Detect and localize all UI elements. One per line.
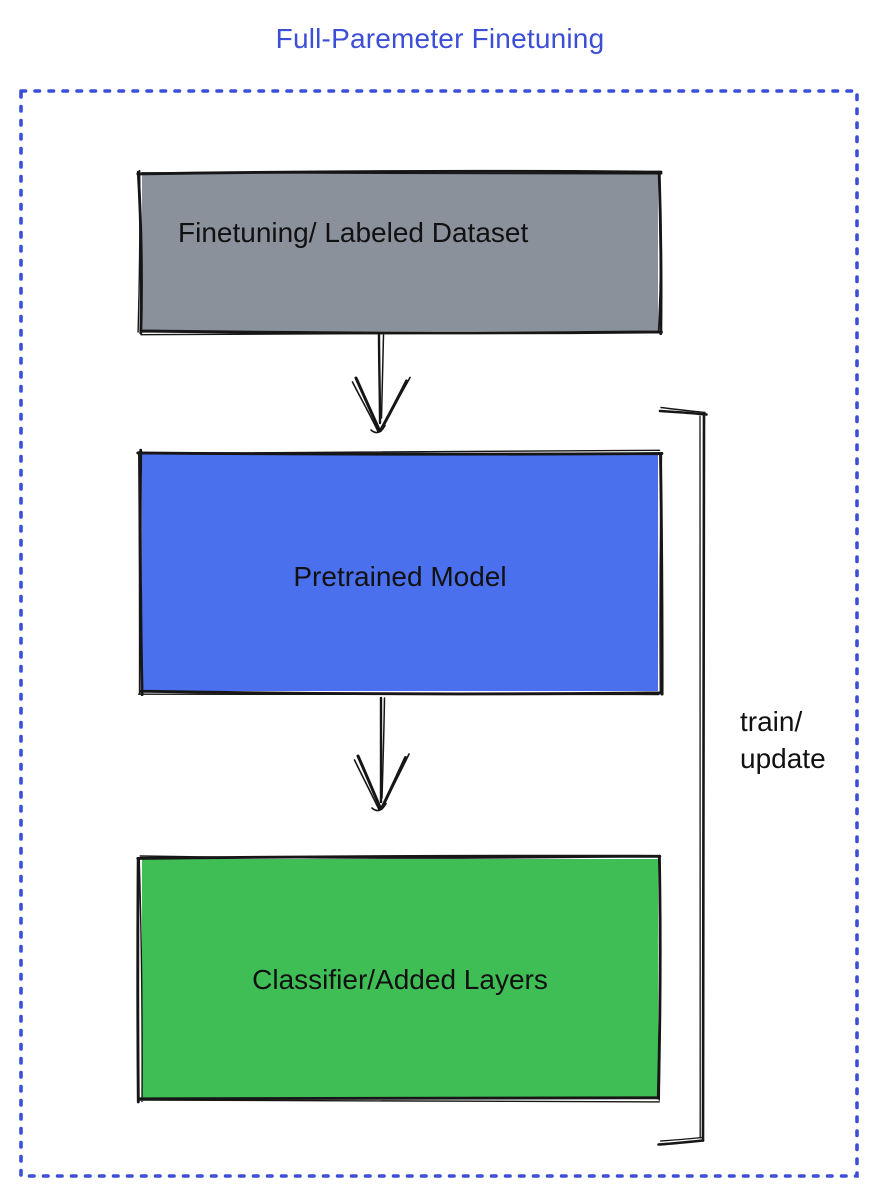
train-update-label: train/ update	[740, 703, 826, 777]
down-arrow-icon	[351, 333, 411, 434]
right-bracket-icon	[657, 406, 708, 1146]
dataset-node-outline	[136, 169, 663, 336]
classifier-node-outline	[136, 854, 662, 1104]
down-arrow-icon	[353, 696, 410, 812]
classifier-node-label: Classifier/Added Layers	[252, 964, 548, 995]
train-update-label-line2: update	[740, 743, 826, 774]
dataset-node	[142, 174, 658, 331]
classifier-node	[142, 859, 658, 1098]
pretrained-model-node-outline	[136, 448, 664, 697]
pretrained-model-node-label: Pretrained Model	[293, 561, 507, 592]
diagram-title: Full-Paremeter Finetuning	[275, 23, 605, 54]
train-update-label-line1: train/	[740, 706, 803, 737]
pretrained-model-node	[142, 454, 658, 691]
dataset-node-label: Finetuning/ Labeled Dataset	[178, 217, 529, 248]
dashed-frame	[19, 89, 859, 1178]
